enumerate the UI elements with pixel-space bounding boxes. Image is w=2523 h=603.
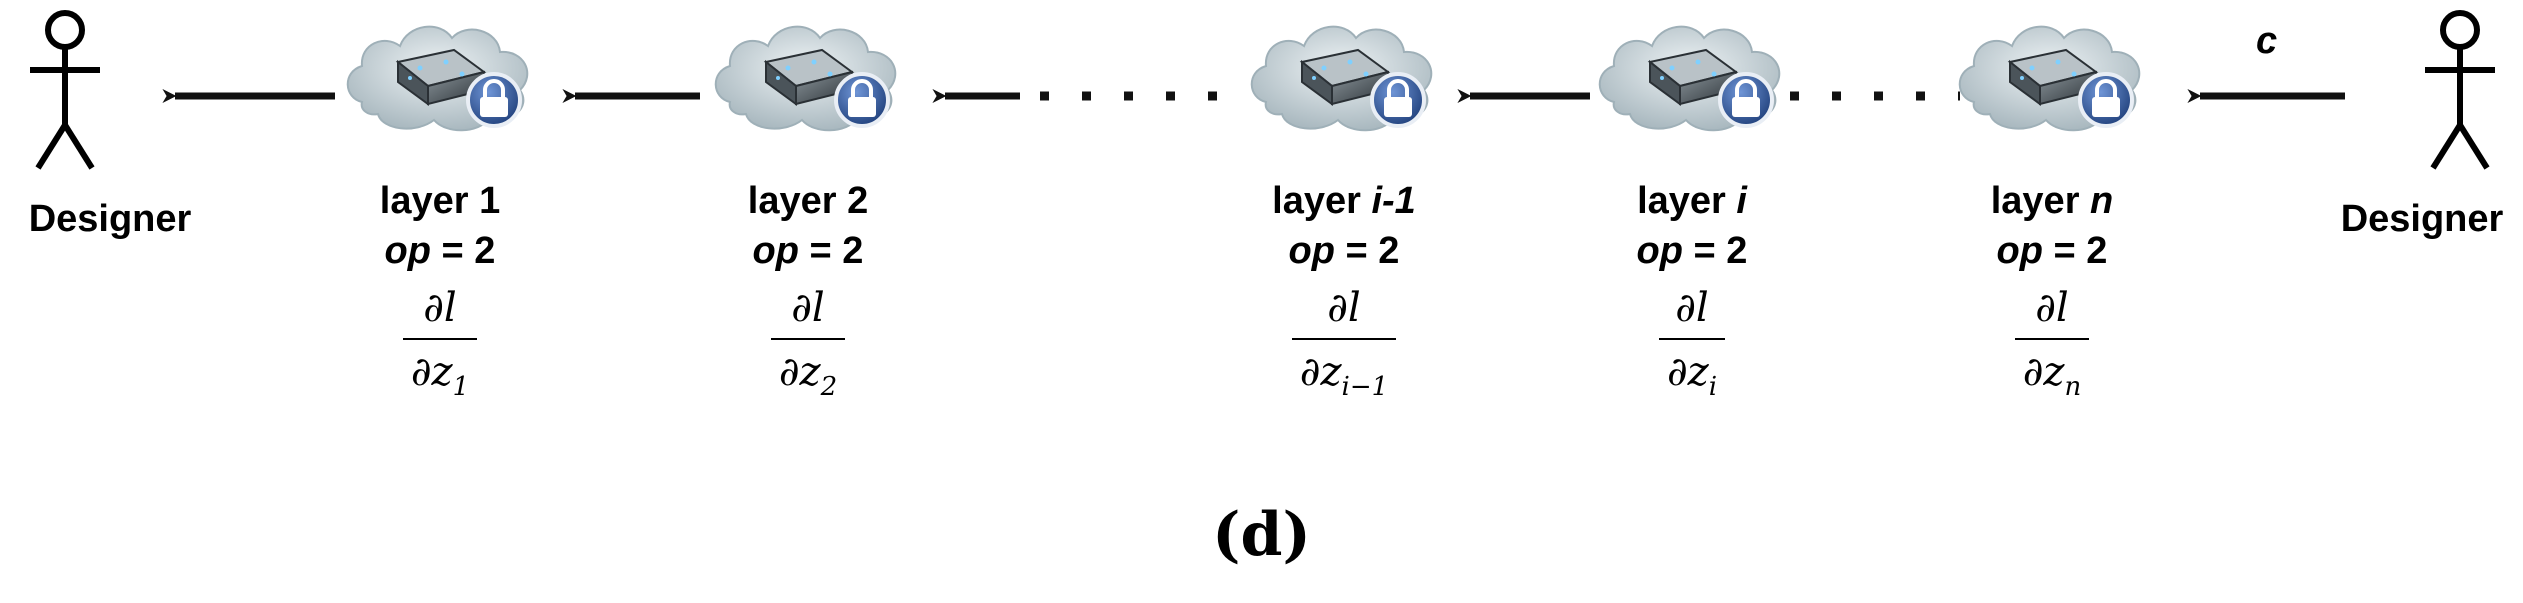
fraction-numerator: ∂l [1675,285,1709,331]
layer-i-1-node-icon [1249,24,1434,133]
op-variable: op [1996,230,2043,272]
op-value: = 2 [798,230,864,272]
fraction-bar [402,338,478,340]
layer-1-node-icon [345,24,530,133]
op-variable: op [384,230,431,272]
input-label-c: c [2256,20,2278,62]
fraction-denominator: ∂z1 [410,349,470,402]
gradient-fraction-1: ∂l ∂z1 [320,282,560,413]
gradient-fraction-5: ∂l ∂zn [1932,282,2172,413]
fraction-numerator: ∂l [423,285,457,331]
layer-prefix: layer [1990,180,2091,222]
fraction-numerator: ∂l [791,285,825,331]
op-value: = 2 [430,230,496,272]
fraction-bar [770,338,846,340]
layer-prefix: layer [1272,180,1372,222]
fraction-denominator: ∂zn [2022,349,2082,402]
layer-index: i-1 [1371,180,1416,222]
layer-index: n [2090,180,2114,222]
fraction-subscript: 2 [820,372,838,402]
layer-op: op = 2 [1932,226,2172,276]
layer-index: 2 [847,180,869,222]
fraction-denominator: ∂zi [1666,349,1718,402]
layer-op: op = 2 [320,226,560,276]
left-designer-figure [30,10,100,170]
figure-caption: (d) [1212,500,1311,570]
layer-name: layer n [1932,176,2172,226]
layer-prefix: layer [379,180,480,222]
layer-name: layer 1 [320,176,560,226]
fraction-subscript: i−1 [1341,372,1389,402]
fraction-bar [2014,338,2090,340]
op-value: = 2 [1682,230,1748,272]
layer-op: op = 2 [688,226,928,276]
right-designer-figure [2425,10,2495,170]
fraction-subscript: 1 [452,372,470,402]
fraction-denominator: ∂z2 [778,349,838,402]
gradient-fraction-3: ∂l ∂zi−1 [1224,282,1464,413]
fraction-denominator: ∂zi−1 [1299,349,1389,402]
fraction-bar [1291,338,1397,340]
gradient-fraction-2: ∂l ∂z2 [688,282,928,413]
fraction-bar [1658,338,1726,340]
layer-name: layer i-1 [1224,176,1464,226]
right-designer-label: Designer [2340,198,2504,240]
layer-op: op = 2 [1572,226,1812,276]
layer-name: layer i [1572,176,1812,226]
fraction-numerator: ∂l [1327,285,1361,331]
layer-2-node-icon [713,24,898,133]
layer-i-node-icon [1597,24,1782,133]
layer-name: layer 2 [688,176,928,226]
fraction-subscript: i [1708,372,1718,402]
op-value: = 2 [2042,230,2108,272]
gradient-fraction-4: ∂l ∂zi [1572,282,1812,413]
layer-prefix: layer [747,180,848,222]
layer-prefix: layer [1637,180,1737,222]
left-designer-label: Designer [28,198,192,240]
op-value: = 2 [1334,230,1400,272]
layer-op: op = 2 [1224,226,1464,276]
layer-index: i [1736,180,1747,222]
layer-index: 1 [479,180,501,222]
op-variable: op [1288,230,1335,272]
layer-n-node-icon [1957,24,2142,133]
fraction-subscript: n [2064,372,2082,402]
op-variable: op [752,230,799,272]
fraction-numerator: ∂l [2035,285,2069,331]
op-variable: op [1636,230,1683,272]
